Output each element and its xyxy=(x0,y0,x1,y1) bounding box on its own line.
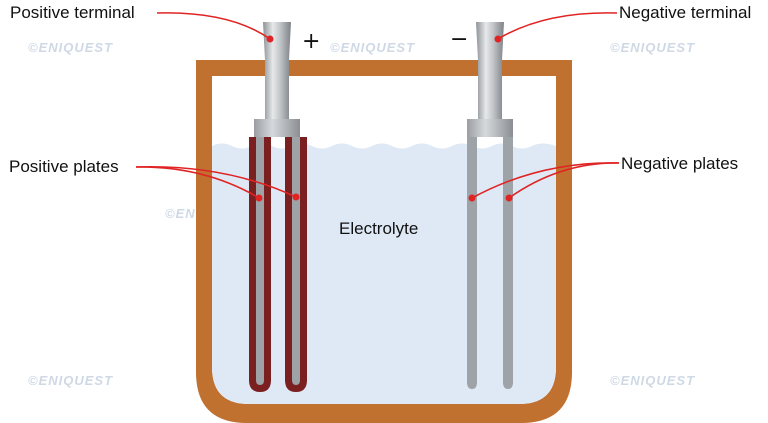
positive-plate-inner xyxy=(256,137,264,385)
watermark: ©ENIQUEST xyxy=(330,40,415,55)
positive-terminal-post xyxy=(263,22,291,119)
leader-lines xyxy=(135,12,620,199)
positive-plate-inner xyxy=(292,137,300,385)
leader-line-positive-plate-b xyxy=(135,165,297,198)
negative-terminal-collar xyxy=(467,119,513,137)
leader-dots xyxy=(255,35,513,202)
negative-plate xyxy=(467,137,477,389)
leader-dot xyxy=(292,193,300,201)
watermark: ©ENIQUEST xyxy=(610,40,695,55)
leader-dot xyxy=(505,194,513,202)
plus-sign: + xyxy=(302,29,320,54)
minus-sign: − xyxy=(450,27,468,52)
leader-line-positive-terminal xyxy=(156,12,271,40)
negative-terminal-post xyxy=(476,22,504,119)
leader-dot xyxy=(468,194,476,202)
label-positive-terminal: Positive terminal xyxy=(10,3,135,22)
positive-terminal-collar xyxy=(254,119,300,137)
watermark: ©ENIQUEST xyxy=(28,373,113,388)
label-positive-plates: Positive plates xyxy=(9,157,119,176)
positive-terminal xyxy=(254,22,300,137)
leader-line-negative-plate-b xyxy=(508,162,620,199)
leader-dot xyxy=(266,35,274,43)
watermark: ©ENIQUEST xyxy=(610,373,695,388)
label-negative-plates: Negative plates xyxy=(621,154,738,173)
negative-terminal xyxy=(467,22,513,137)
label-electrolyte: Electrolyte xyxy=(339,219,418,238)
leader-line-negative-terminal xyxy=(497,12,618,40)
positive-plates xyxy=(249,137,307,392)
watermark: ©ENIQUEST xyxy=(28,40,113,55)
leader-dot xyxy=(255,194,263,202)
negative-plate xyxy=(503,137,513,389)
leader-dot xyxy=(494,35,502,43)
label-negative-terminal: Negative terminal xyxy=(619,3,751,22)
